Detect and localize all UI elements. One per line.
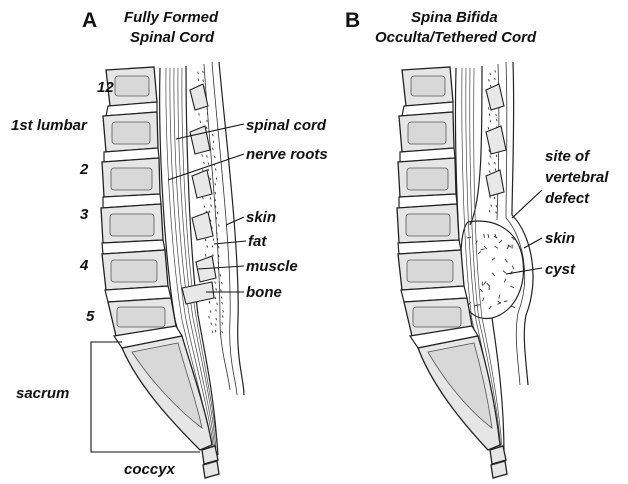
label-l2: 2 [79, 161, 89, 178]
panel-a: A Fully Formed Spinal Cord [11, 9, 328, 478]
panel-b-letter: B [345, 9, 360, 32]
callout-site-line2: vertebral [545, 169, 609, 186]
panel-a-title-line1: Fully Formed [124, 9, 219, 26]
callout-skin-b: skin [545, 230, 575, 247]
callout-fat: fat [248, 233, 267, 250]
label-sacrum: sacrum [16, 385, 69, 402]
panel-b: B Spina Bifida Occulta/Tethered Cord [345, 9, 609, 478]
panel-b-fat-line [506, 62, 525, 385]
panel-b-coccyx [490, 446, 507, 478]
label-l1: 1st lumbar [11, 117, 88, 134]
panel-a-letter: A [82, 9, 97, 32]
label-l3: 3 [80, 206, 89, 223]
callout-nerve-roots: nerve roots [246, 146, 328, 163]
callout-bone: bone [246, 284, 282, 301]
callout-site-line3: defect [545, 190, 590, 207]
panel-b-canal-back [470, 66, 482, 225]
panel-a-title-line2: Spinal Cord [130, 29, 215, 46]
callout-spinal-cord: spinal cord [246, 117, 327, 134]
panel-a-fat-line [212, 62, 237, 395]
panel-a-coccyx [202, 446, 219, 478]
panel-a-skin-line [219, 62, 244, 395]
callout-cyst: cyst [545, 261, 576, 278]
panel-b-spinous-processes [486, 84, 506, 196]
label-t12: 12 [97, 79, 114, 96]
leader-site-of-defect [512, 190, 542, 218]
label-l4: 4 [79, 257, 89, 274]
callout-site-line1: site of [545, 148, 591, 165]
callout-skin: skin [246, 209, 276, 226]
leader-fat [214, 241, 246, 244]
callout-muscle: muscle [246, 258, 298, 275]
label-l5: 5 [86, 308, 95, 325]
leader-skin [226, 217, 244, 225]
panel-b-skin-line [512, 62, 533, 385]
panel-b-title-line1: Spina Bifida [411, 9, 498, 26]
label-coccyx: coccyx [124, 461, 176, 478]
panel-a-vertebral-bodies [101, 67, 212, 450]
panel-b-title-line2: Occulta/Tethered Cord [375, 29, 537, 46]
